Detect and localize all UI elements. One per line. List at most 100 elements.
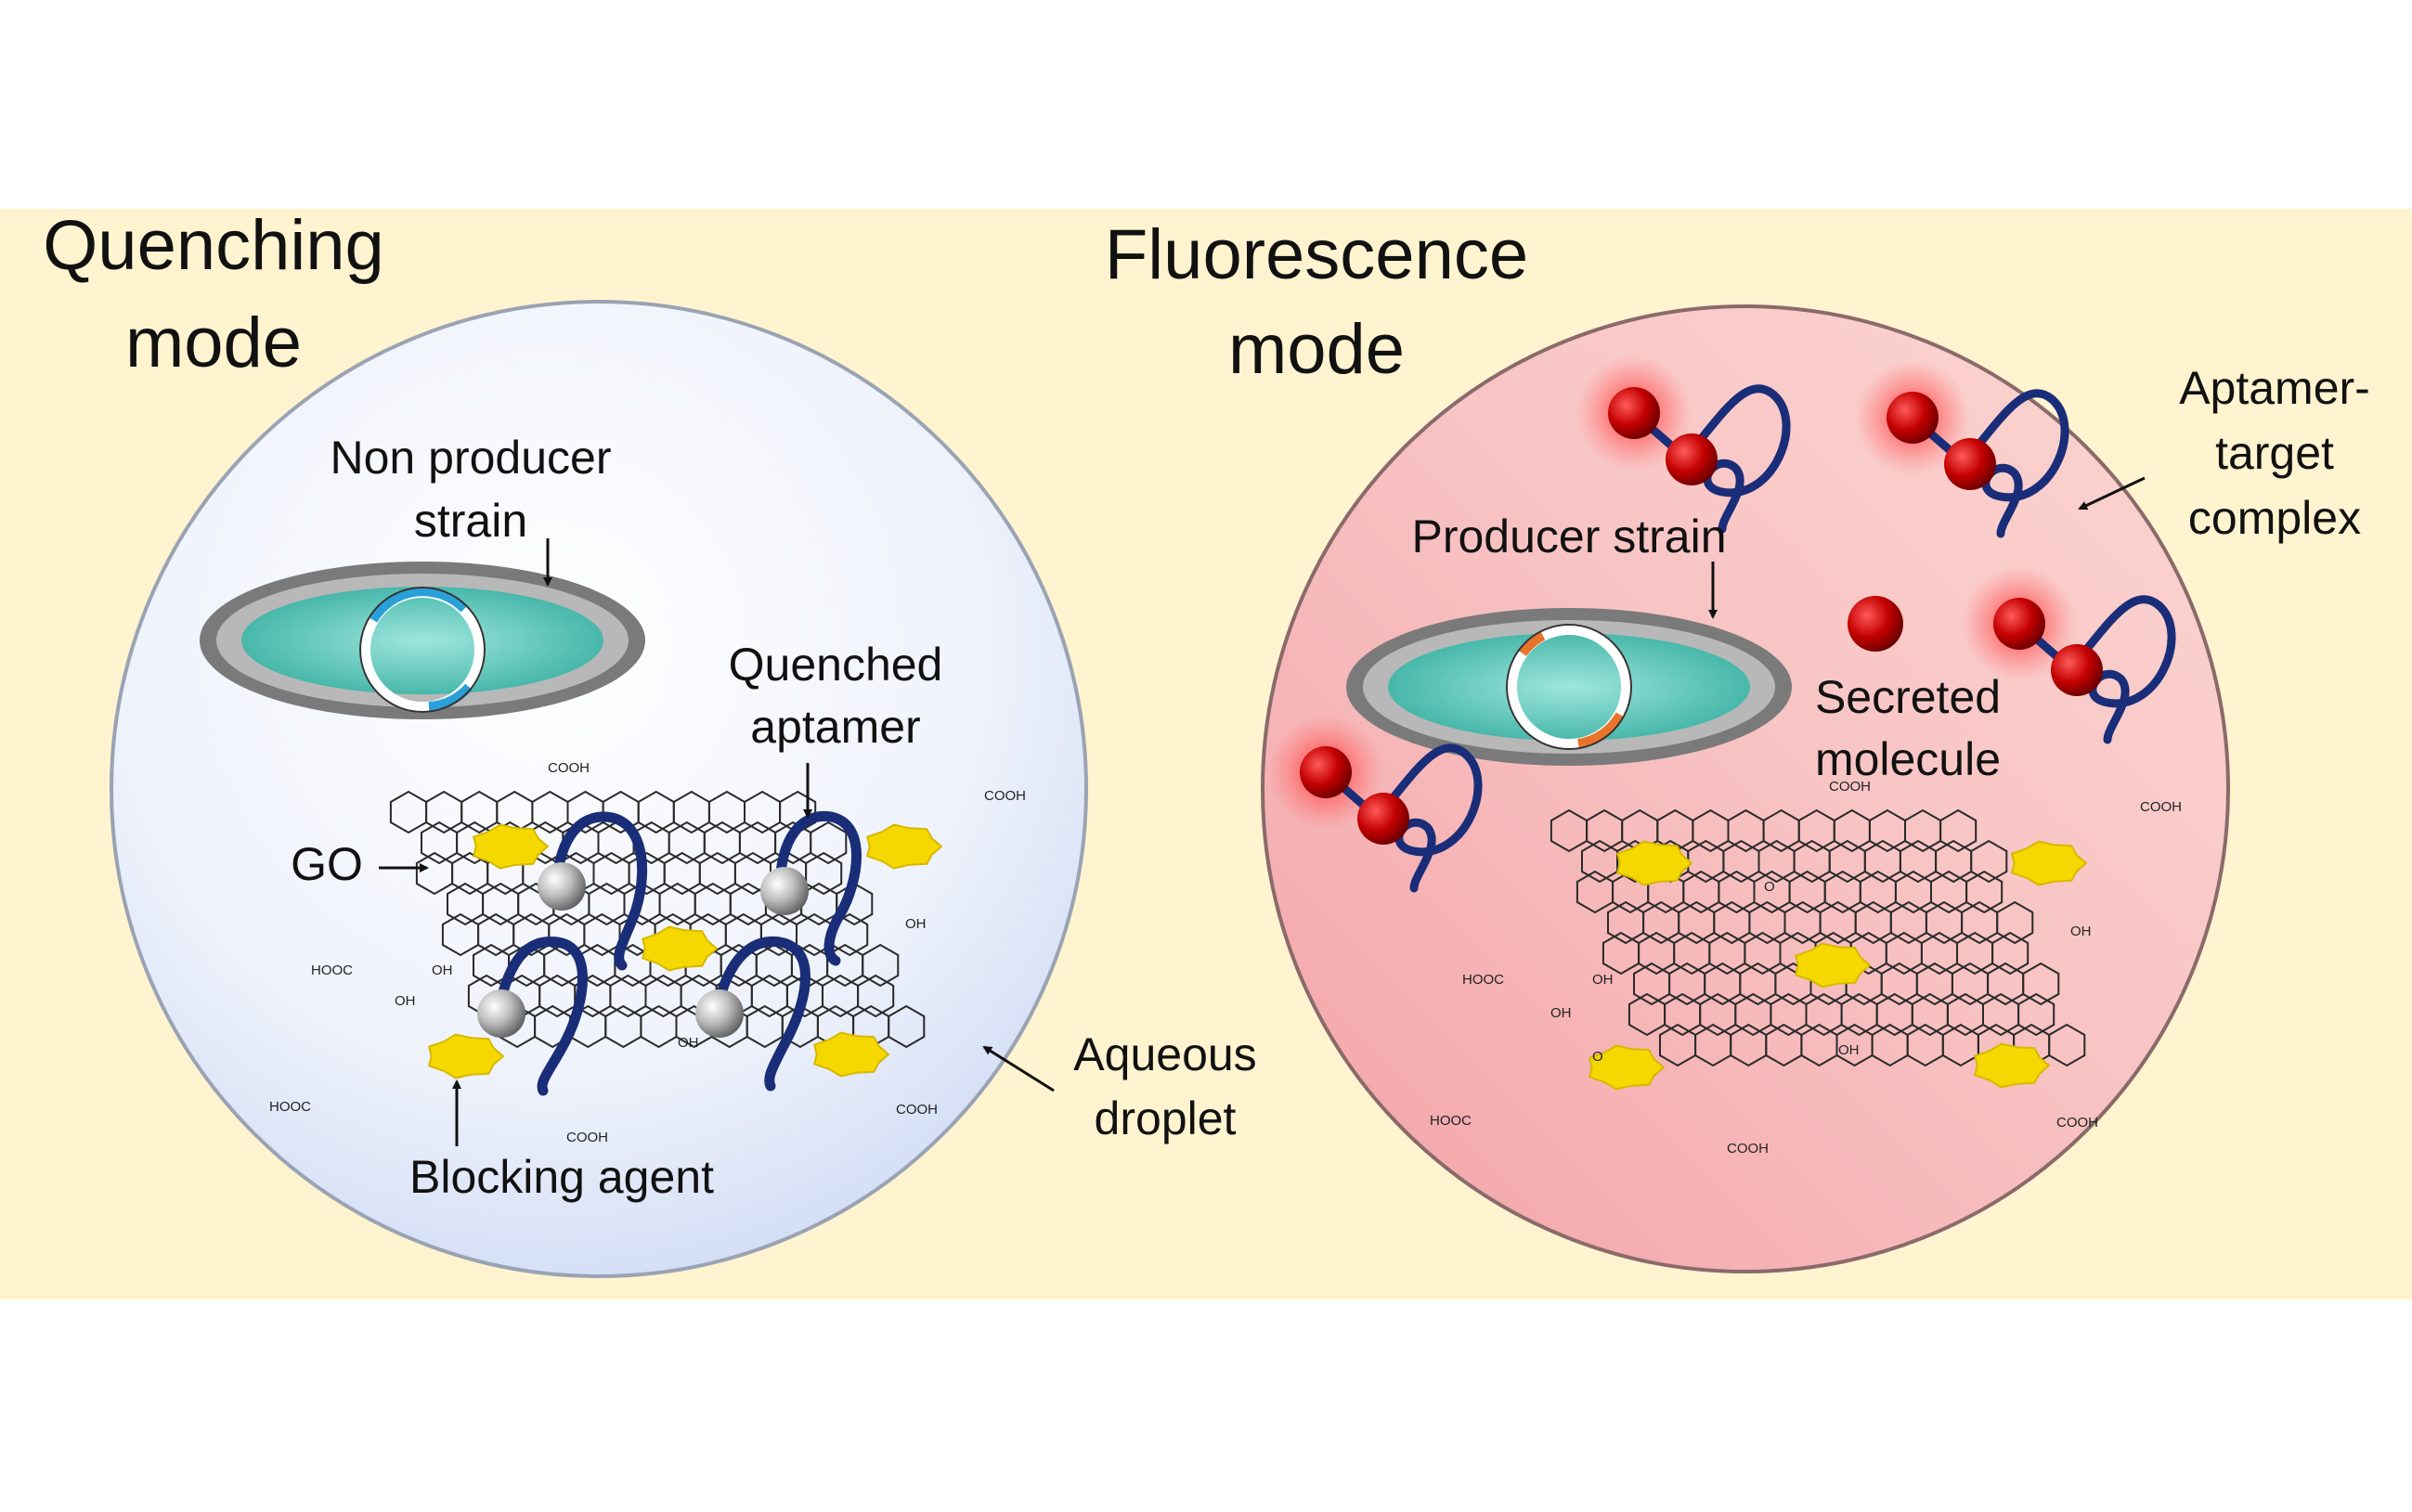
blocking-agent [813,1031,890,1078]
go-hexagon [1991,931,2029,976]
aptamer-target-complex [1962,566,2176,744]
chem-oh: OH [1550,1005,1572,1021]
graphene-oxide-sheet-right [1550,808,2086,1067]
go-hexagon [1996,900,2034,945]
blocking-agent-label: Blocking agent [409,1151,714,1203]
aptamer-target-complex [1576,355,1791,534]
quenched-label-line2: aptamer [750,701,920,753]
aptamer-strand [551,811,647,971]
chem-oh: OH [1592,972,1614,988]
quenched-label-line1: Quenched [729,639,943,691]
plasmid-right [1506,624,1632,750]
blocking-agent [473,823,550,870]
chem-hooc: HOOC [1430,1113,1472,1129]
fluorophore-active [1608,387,1660,439]
chem-hooc: HOOC [269,1099,311,1115]
non-producer-label-line2: strain [414,495,527,547]
go-hexagon [1970,839,2008,884]
aptamer-strand [709,936,810,1092]
blocking-agent [1589,1044,1666,1091]
producer-strain-label: Producer strain [1411,510,1726,562]
left-title-line1: Quenching [43,206,384,285]
go-hexagon [810,821,848,865]
aqueous-label-line1: Aqueous [1073,1028,1256,1080]
bound-target-molecule [1357,793,1409,845]
blocking-agents-left [428,823,943,1079]
quencher-beads [477,862,809,1038]
aptamer-target-complex [1855,360,2069,538]
chem-oh: OH [2070,924,2092,939]
chem-hooc: HOOC [1462,972,1504,988]
chem-cooh: COOH [984,788,1026,804]
go-hexagon [2022,962,2060,1006]
blocking-agent [1974,1042,2051,1089]
chem-oh: OH [678,1035,699,1051]
plasmid-insert-blue [369,587,468,623]
plasmid-insert-orange [1518,631,1546,657]
aptamer-fluorophore-quenched [538,862,586,911]
quenched-aptamers [491,810,862,1096]
go-hexagon [862,943,900,988]
chem-oh: OH [432,963,453,978]
aptamer-strand-folded [2015,595,2176,744]
go-hexagon [857,974,895,1018]
aptamer-strand-folded [1908,389,2069,538]
aptamer-strand-folded [1629,384,1791,534]
aptamer-strand-folded [1321,743,1483,893]
chem-o: O [1764,879,1775,895]
chem-oh: OH [905,916,927,932]
aptamer-target-complex [1268,715,1483,893]
aptamer-fluorophore-quenched [760,867,809,915]
complex-label-line3: complex [2188,492,2361,544]
blocking-agent [866,823,943,870]
bound-target-molecule [1666,433,1718,485]
left-labels: Quenching mode Non producer strain Quenc… [43,206,1257,1203]
right-title-line1: Fluorescence [1105,215,1528,294]
fluorophore-active [1887,392,1939,444]
fluorophore-active [1300,746,1352,798]
chem-oh: OH [1838,1042,1860,1058]
blocking-agents-right [1589,840,2088,1091]
chem-cooh: COOH [896,1102,938,1118]
arrow-aptamer-target-complex [2078,476,2146,510]
chem-cooh: COOH [1829,779,1871,795]
blocking-agent [1795,942,1872,989]
blocking-agent [2011,840,2088,886]
non-producer-label-line1: Non producer [331,432,612,484]
chem-cooh: COOH [548,760,590,776]
secreted-label-line1: Secreted [1815,671,2001,723]
aptamer-target-complexes [1268,355,2176,893]
arrow-aqueous-droplet [982,1045,1055,1092]
secreted-molecule [1848,596,1903,652]
bound-target-molecule [2051,644,2103,696]
complex-label-line1: Aptamer- [2179,362,2370,414]
chem-o: O [1592,1049,1603,1065]
chem-hooc: HOOC [311,963,353,978]
complex-label-line2: target [2215,427,2334,479]
right-labels: Fluorescence mode Producer strain Aptame… [1105,215,2370,785]
go-hexagon [1965,870,2004,914]
producer-cell [1346,608,1792,766]
left-title-line2: mode [125,304,302,382]
blocking-agent [642,925,719,972]
blocking-agent [428,1033,505,1079]
go-hexagon [888,1004,926,1049]
fluorophore-active [1993,598,2045,650]
chem-cooh: COOH [2056,1115,2098,1131]
go-hexagon [2048,1023,2086,1067]
go-label: GO [291,838,363,890]
chem-oh: OH [395,993,416,1009]
go-hexagon [1939,808,1978,853]
aptamer-fluorophore-quenched [477,989,525,1038]
aptamer-strand [491,936,588,1096]
chem-cooh: COOH [1727,1141,1769,1157]
right-title-line2: mode [1228,310,1405,389]
aptamer-fluorophore-quenched [695,989,744,1038]
non-producer-cell [200,562,645,719]
label-arrows [379,476,2146,1146]
aptamer-strand [774,810,862,966]
secreted-label-line2: molecule [1815,733,2001,785]
chem-cooh: COOH [566,1130,608,1145]
